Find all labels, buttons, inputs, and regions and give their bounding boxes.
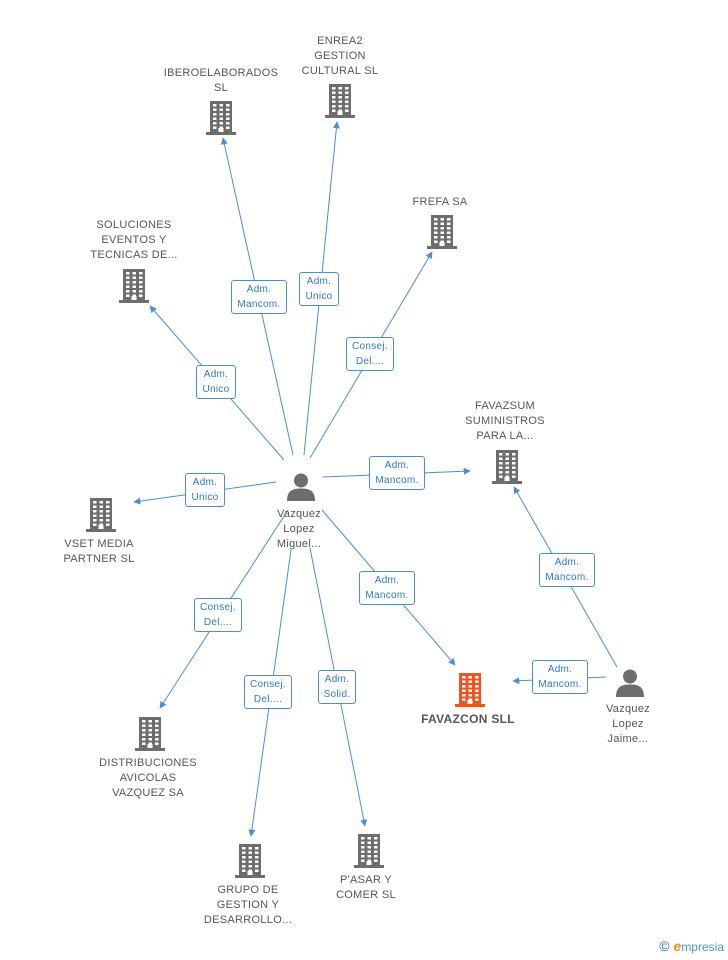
node-label-line: PARTNER SL	[63, 553, 135, 565]
node-label-line: ENREA2	[317, 35, 363, 47]
node-label-line: GESTION	[314, 50, 366, 62]
role-label-line: Solid.	[323, 689, 351, 700]
node-label-line: SL	[213, 82, 229, 94]
node-label-line: Lopez	[612, 718, 644, 730]
node-label-line: SUMINISTROS	[465, 415, 545, 427]
person-icon[interactable]	[286, 472, 316, 507]
node-label-line: Lopez	[283, 523, 315, 535]
building-icon[interactable]	[86, 497, 116, 538]
role-label-favazsum[interactable]: Adm. Mancom.	[369, 456, 425, 490]
node-label-line: FAVAZCON SLL	[421, 712, 515, 726]
role-label-line: Del....	[355, 356, 385, 367]
node-label-pasar[interactable]: P'ASAR Y COMER SL	[291, 873, 441, 903]
role-label-line: Unico	[202, 384, 230, 395]
building-icon[interactable]	[427, 214, 457, 255]
role-label-line: Del....	[203, 617, 233, 628]
role-label-line: Mancom.	[365, 590, 409, 601]
node-label-line: Jaime...	[607, 733, 649, 745]
node-label-favazsum[interactable]: FAVAZSUM SUMINISTROS PARA LA...	[430, 399, 580, 444]
node-label-soluciones[interactable]: SOLUCIONES EVENTOS Y TECNICAS DE...	[59, 218, 209, 263]
role-label-frefa[interactable]: Consej. Del....	[345, 337, 394, 371]
role-label-pasar[interactable]: Adm. Solid.	[317, 670, 357, 704]
role-label-soluciones[interactable]: Adm. Unico	[196, 365, 236, 399]
role-label-line: Consej.	[249, 679, 286, 690]
node-label-line: GESTION Y	[216, 899, 280, 911]
building-icon[interactable]	[492, 449, 522, 490]
person-icon[interactable]	[615, 668, 645, 703]
brand-initial: e	[673, 938, 682, 954]
role-label-line: Del....	[253, 694, 283, 705]
brand-name: mpresia	[681, 940, 724, 954]
role-label-line: Adm.	[374, 575, 400, 586]
role-label-line: Mancom.	[237, 299, 281, 310]
node-label-line: GRUPO DE	[217, 884, 279, 896]
role-label-jaime-favazcon[interactable]: Adm. Mancom.	[532, 660, 588, 694]
role-label-line: Consej.	[199, 602, 236, 613]
node-label-grupo[interactable]: GRUPO DE GESTION Y DESARROLLO...	[173, 883, 323, 928]
role-label-line: Mancom.	[375, 475, 419, 486]
node-label-line: Miguel...	[276, 538, 322, 550]
node-label-line: DISTRIBUCIONES	[99, 757, 197, 769]
node-label-line: COMER SL	[336, 889, 396, 901]
node-label-distribuciones[interactable]: DISTRIBUCIONES AVICOLAS VAZQUEZ SA	[73, 756, 223, 801]
node-label-ibero[interactable]: IBEROELABORADOS SL	[146, 66, 296, 96]
role-label-line: Adm.	[547, 664, 573, 675]
node-label-line: Vazquez	[276, 508, 322, 520]
role-label-jaime-favazsum[interactable]: Adm. Mancom.	[539, 553, 595, 587]
role-label-line: Adm.	[554, 557, 580, 568]
building-icon[interactable]	[354, 833, 384, 874]
role-label-distribuciones[interactable]: Consej. Del....	[193, 598, 242, 632]
building-icon[interactable]	[235, 843, 265, 884]
role-label-line: Unico	[191, 492, 219, 503]
footer-brand: ©empresia	[659, 938, 724, 954]
role-label-vset[interactable]: Adm. Unico	[185, 473, 225, 507]
role-label-line: Adm.	[246, 284, 272, 295]
copyright-symbol: ©	[659, 938, 670, 954]
role-label-line: Adm.	[203, 369, 229, 380]
node-label-line: IBEROELABORADOS	[163, 67, 279, 79]
node-label-line: FAVAZSUM	[474, 400, 536, 412]
node-label-line: CULTURAL SL	[301, 65, 379, 77]
node-label-line: VAZQUEZ SA	[112, 787, 184, 799]
role-label-line: Adm.	[324, 674, 350, 685]
role-label-enrea2[interactable]: Adm. Unico	[299, 272, 339, 306]
role-label-line: Consej.	[351, 341, 388, 352]
building-icon[interactable]	[135, 716, 165, 757]
node-label-line: FREFA SA	[412, 196, 468, 208]
role-label-line: Unico	[305, 291, 333, 302]
role-label-favazcon[interactable]: Adm. Mancom.	[359, 571, 415, 605]
building-icon[interactable]	[119, 268, 149, 309]
role-label-ibero[interactable]: Adm. Mancom.	[231, 280, 287, 314]
role-label-line: Mancom.	[538, 679, 582, 690]
role-label-line: Adm.	[384, 460, 410, 471]
building-icon[interactable]	[206, 100, 236, 141]
node-label-line: DESARROLLO...	[203, 914, 293, 926]
node-label-line: AVICOLAS	[119, 772, 177, 784]
node-label-line: EVENTOS Y	[101, 234, 167, 246]
node-label-favazcon[interactable]: FAVAZCON SLL	[393, 712, 543, 727]
node-label-line: PARA LA...	[476, 430, 534, 442]
building-icon[interactable]	[325, 83, 355, 124]
node-label-line: SOLUCIONES	[96, 219, 172, 231]
role-label-line: Adm.	[192, 477, 218, 488]
node-label-vset[interactable]: VSET MEDIA PARTNER SL	[24, 537, 174, 567]
role-label-line: Mancom.	[545, 572, 589, 583]
role-label-line: Adm.	[306, 276, 332, 287]
node-label-frefa[interactable]: FREFA SA	[365, 195, 515, 210]
building-icon-highlighted[interactable]	[455, 672, 485, 713]
role-label-grupo[interactable]: Consej. Del....	[243, 675, 292, 709]
node-label-line: TECNICAS DE...	[90, 249, 178, 261]
node-label-line: Vazquez	[605, 703, 651, 715]
node-label-line: VSET MEDIA	[64, 538, 134, 550]
node-label-line: P'ASAR Y	[340, 874, 392, 886]
